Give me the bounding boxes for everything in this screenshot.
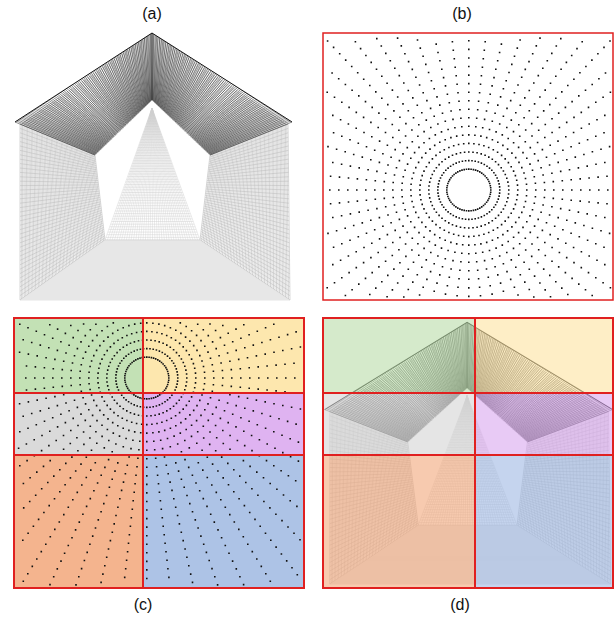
region-fill [323, 393, 475, 455]
region-fill [143, 393, 304, 455]
hatch-lines [20, 240, 290, 300]
region-fill [323, 455, 475, 588]
hatch-lines [152, 33, 288, 155]
region-fill [14, 393, 143, 455]
hatch-lines [200, 124, 290, 300]
region-border [14, 318, 304, 588]
panel-label: (d) [450, 597, 470, 613]
region-fill [14, 318, 143, 393]
panel-label: (c) [134, 597, 153, 613]
region-border [323, 318, 613, 588]
point-dots [326, 38, 611, 297]
point-dots [18, 323, 301, 585]
region-split-house [323, 318, 613, 588]
hatch-lines [15, 33, 152, 155]
region-border [323, 318, 613, 588]
hatch-lines [200, 124, 290, 300]
region-fill [475, 393, 613, 455]
panel-label: (b) [452, 6, 472, 22]
region-fill [323, 318, 475, 393]
region-split-points [14, 318, 304, 588]
panel-label: (a) [142, 6, 162, 22]
region-fill [475, 318, 613, 393]
point-rays [323, 33, 613, 300]
hatch-lines [20, 33, 152, 155]
house-wireframe [15, 33, 292, 300]
region-border [14, 318, 304, 588]
region-fill [475, 455, 613, 588]
hatch-lines [152, 33, 292, 155]
frame [323, 33, 613, 300]
roof-edge [15, 33, 292, 122]
